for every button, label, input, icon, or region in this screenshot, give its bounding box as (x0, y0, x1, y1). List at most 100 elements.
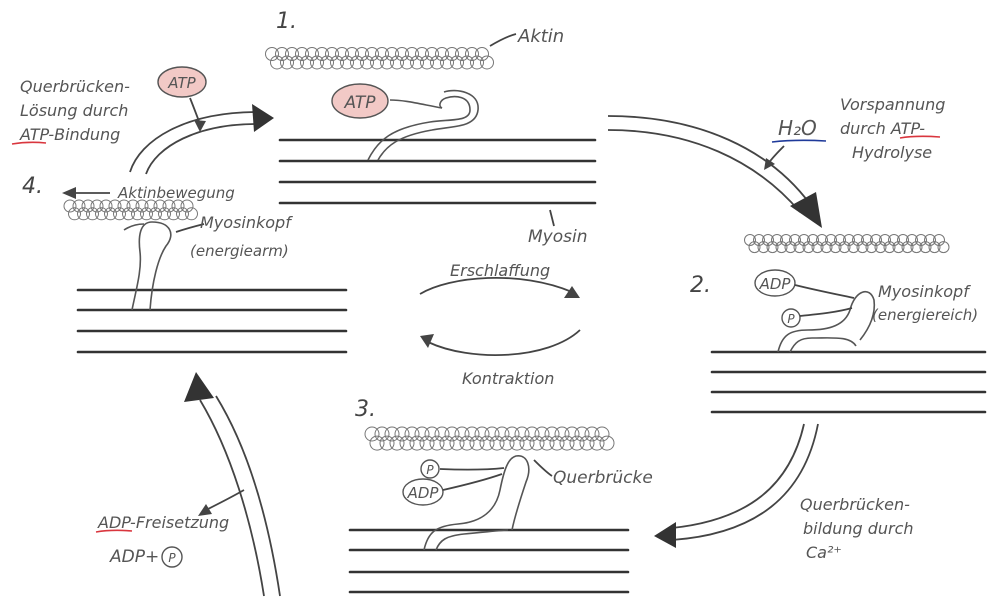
atp-label-loesung: ATP (167, 74, 196, 92)
cycle-arrow-3-4-inner (215, 395, 281, 597)
actin-bead (99, 199, 113, 213)
actin-bead (414, 426, 430, 442)
actin-bead (766, 241, 779, 254)
loesung-line-2: Lösung durch (20, 101, 128, 120)
actin-bead (780, 234, 792, 246)
actin-bead (439, 435, 455, 451)
actin-bead (775, 241, 788, 254)
actin-bead (135, 199, 149, 213)
adp-link-3 (442, 473, 503, 491)
myosin-neck-2a (777, 290, 876, 353)
actin-filament-2 (744, 234, 950, 254)
step-4: 4. Aktinbewegung Myosinkopf (energiearm) (22, 174, 348, 354)
actin-bead (529, 435, 545, 451)
actin-bead (404, 426, 420, 442)
aktinbewegung-arrowhead (62, 187, 76, 199)
actin-filament-3 (364, 426, 615, 451)
actin-bead (915, 234, 927, 246)
adp-badge-3 (402, 478, 444, 506)
actin-bead (474, 426, 490, 442)
actin-bead (861, 234, 873, 246)
actin-bead (789, 234, 801, 246)
cycle-arrow-2-3-head (654, 522, 676, 548)
actin-bead (113, 207, 126, 221)
actin-bead (539, 435, 555, 451)
cycle-arrow-4-1-head (252, 104, 274, 132)
actin-bead (469, 435, 485, 451)
cycle-arrow-1-to-2 (607, 115, 822, 228)
actin-bead (838, 241, 851, 254)
cycle-arrow-1-2-inner (607, 129, 801, 213)
actin-bead (158, 207, 171, 221)
actin-bead (390, 55, 404, 70)
actin-bead (534, 426, 550, 442)
actin-bead (784, 241, 797, 254)
phosphate-label-3: P (426, 463, 434, 477)
actin-bead (847, 241, 860, 254)
aktin-label: Aktin (517, 26, 564, 47)
actin-bead (897, 234, 909, 246)
loesung-line-3: ATP-Bindung (19, 125, 120, 144)
querbruecke-label: Querbrücke (553, 468, 653, 488)
myosinkopf-label-2: Myosinkopf (878, 282, 971, 301)
actin-bead (275, 47, 289, 61)
adp-label-2: ADP (759, 275, 792, 293)
phosphate-badge-2 (781, 308, 801, 328)
actin-bead (77, 207, 90, 221)
actin-bead (81, 199, 95, 213)
actin-bead (415, 47, 429, 61)
actin-bead (434, 426, 450, 442)
cycle-arrow-3-4-outer (199, 399, 265, 597)
actin-bead (514, 426, 530, 442)
actin-bead (584, 426, 600, 442)
actin-bead (475, 47, 489, 61)
actin-filament-4 (63, 199, 198, 221)
actin-bead (63, 199, 77, 213)
actin-bead (90, 199, 104, 213)
actin-bead (874, 241, 887, 254)
cycle-arrow-4-to-1 (129, 104, 274, 175)
phosphate-link-3 (439, 467, 505, 471)
vorspannung-atp-underline (899, 135, 941, 139)
actin-bead (320, 55, 334, 70)
actin-bead (122, 207, 135, 221)
actin-bead (479, 435, 495, 451)
cycle-arrow-3-4-head (184, 372, 214, 402)
actin-bead (574, 426, 590, 442)
actin-bead (365, 47, 379, 61)
actin-bead (374, 426, 390, 442)
step-2: 2. ADP P Myosinkopf (energiereich) (690, 234, 987, 414)
h2o-underline (771, 139, 827, 143)
myosin-neck-4a (131, 221, 172, 311)
myosin-neck-3a (423, 455, 530, 551)
actin-bead (285, 47, 299, 61)
actin-bead (131, 207, 144, 221)
actin-bead (470, 55, 484, 70)
actin-bead (171, 199, 185, 213)
actin-bead (748, 241, 761, 254)
freisetzung-line-2: ADP+ (109, 547, 159, 567)
cycle-arrow-2-3-outer (671, 423, 819, 541)
phosphate-label-2: P (787, 312, 795, 326)
step-2-number: 2. (690, 273, 711, 298)
actin-bead (385, 47, 399, 61)
actin-bead (464, 426, 480, 442)
actin-bead (270, 55, 284, 70)
actin-bead (176, 207, 189, 221)
actin-bead (504, 426, 520, 442)
actin-bead (834, 234, 846, 246)
loesung-atp-underline (11, 141, 47, 145)
aktin-pointer-line (489, 33, 517, 47)
actin-bead (569, 435, 585, 451)
step-4-number: 4. (22, 174, 43, 199)
myosin-neck-4b (123, 223, 145, 231)
actin-bead (185, 207, 198, 221)
actin-bead (870, 234, 882, 246)
actin-bead (117, 199, 131, 213)
erschlaffung-arrow-line (419, 276, 573, 295)
actin-bead (450, 55, 464, 70)
bildung-line-2: bildung durch (803, 519, 914, 538)
actin-bead (315, 47, 329, 61)
actin-bead (454, 426, 470, 442)
